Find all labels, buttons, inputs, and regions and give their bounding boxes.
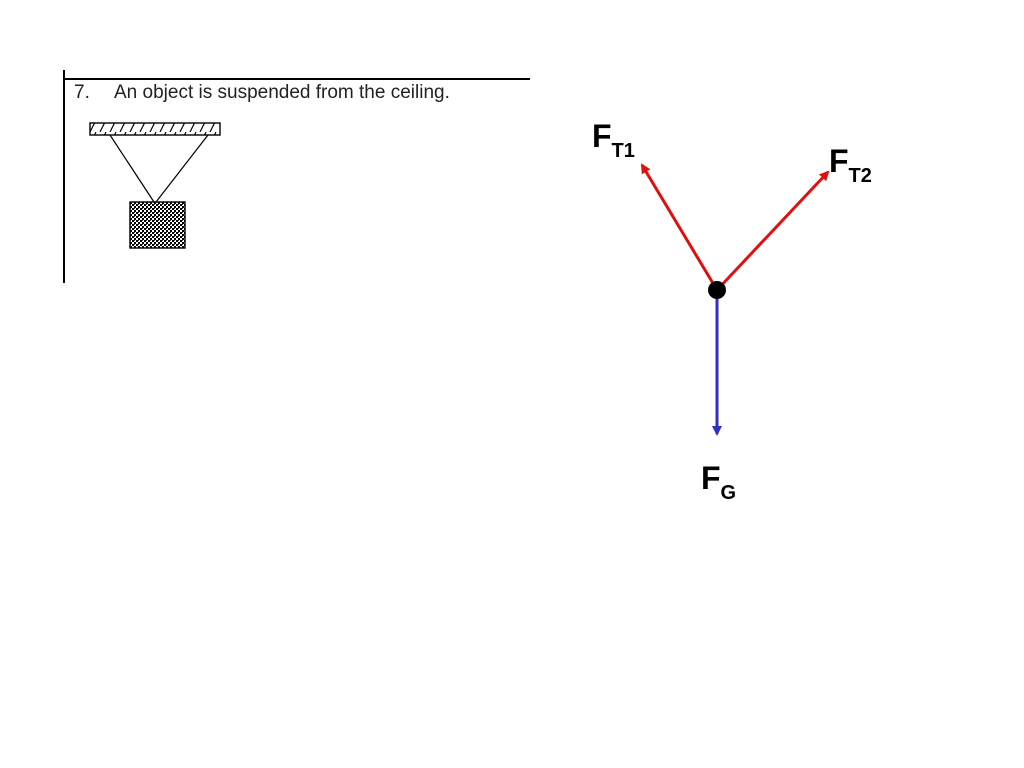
tension-1-label: FT1 [592, 118, 635, 161]
problem-statement: An object is suspended from the ceiling. [114, 82, 450, 103]
panel-left-rule [63, 70, 65, 283]
problem-number: 7. [74, 82, 90, 103]
object-point [708, 281, 726, 299]
gravity-symbol: F [701, 460, 721, 496]
hanging-object-figure [89, 122, 221, 249]
free-body-diagram [560, 100, 920, 520]
tension-1-vector [640, 163, 719, 291]
free-body-diagram-svg [640, 163, 830, 436]
tension-2-subscript: T2 [848, 165, 872, 187]
tension-1-subscript: T1 [611, 140, 635, 162]
tension-2-symbol: F [829, 143, 849, 179]
support-strings [109, 134, 209, 203]
tension-1-symbol: F [592, 118, 612, 154]
panel-top-rule [63, 78, 530, 80]
gravity-subscript: G [720, 482, 737, 504]
tension-2-vector [715, 170, 830, 292]
gravity-label: FG [701, 460, 736, 503]
problem-panel: 7. An object is suspended from the ceili… [63, 70, 530, 283]
hanging-block [129, 201, 186, 249]
tension-2-label: FT2 [829, 143, 872, 186]
ceiling-bar [89, 122, 221, 136]
